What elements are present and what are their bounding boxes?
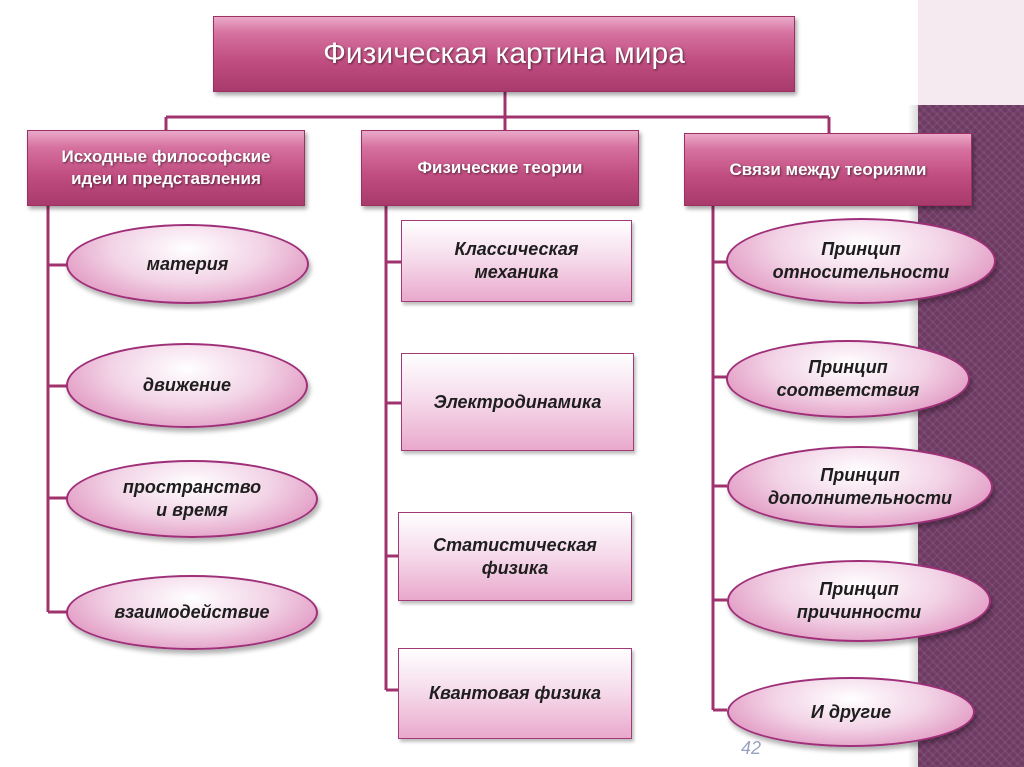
principle-node: И другие: [727, 677, 975, 747]
category-ideas-line: идеи и представления: [71, 169, 261, 188]
category-theories: Физические теории: [361, 130, 639, 206]
idea-node: взаимодействие: [66, 575, 318, 650]
principle-label: И другие: [810, 701, 892, 722]
principle-label: Принцип: [821, 239, 901, 259]
idea-label: взаимодействие: [114, 602, 270, 622]
idea-label: материя: [146, 253, 229, 274]
idea-label: пространство: [122, 477, 262, 497]
principle-node: Принцип дополнительности: [727, 446, 993, 528]
idea-label: движение: [142, 375, 232, 395]
principle-label: причинности: [796, 602, 922, 622]
principle-label: соответствия: [776, 380, 920, 400]
principle-node: Принцип причинности: [727, 560, 991, 642]
category-connections-text: Связи между теориями: [729, 159, 927, 179]
idea-node: материя: [66, 224, 309, 304]
theory-label: Классическая: [454, 239, 579, 259]
idea-node: пространство и время: [66, 460, 318, 538]
principle-label: относительности: [772, 262, 950, 282]
principle-label: дополнительности: [768, 488, 952, 508]
theory-node: Статистическая физика: [398, 512, 632, 601]
principle-label: Принцип: [820, 465, 900, 485]
category-theories-text: Физические теории: [417, 158, 583, 177]
background-stripe-shadow: [908, 105, 918, 767]
category-ideas-line: Исходные философские: [61, 147, 271, 166]
diagram-title: Физическая картина мира: [213, 16, 795, 92]
idea-node: движение: [66, 343, 308, 428]
theory-label: Электродинамика: [433, 391, 602, 412]
theory-label: механика: [474, 262, 559, 282]
theory-node: Электродинамика: [401, 353, 634, 451]
page-number: 42: [741, 738, 762, 758]
category-ideas: Исходные философские идеи и представлени…: [27, 130, 305, 206]
principle-label: Принцип: [808, 357, 888, 377]
theory-node: Квантовая физика: [398, 648, 632, 739]
theory-label: Квантовая физика: [428, 683, 602, 703]
theory-node: Классическая механика: [401, 220, 632, 302]
theory-label: физика: [481, 557, 549, 578]
idea-label: и время: [156, 500, 228, 520]
principle-label: Принцип: [819, 579, 899, 599]
category-connections: Связи между теориями: [684, 133, 972, 206]
principle-node: Принцип относительности: [726, 218, 996, 304]
principle-node: Принцип соответствия: [726, 340, 970, 418]
diagram-title-text: Физическая картина мира: [323, 37, 685, 70]
theory-label: Статистическая: [433, 534, 597, 555]
background-stripe-dark: [918, 105, 1024, 767]
